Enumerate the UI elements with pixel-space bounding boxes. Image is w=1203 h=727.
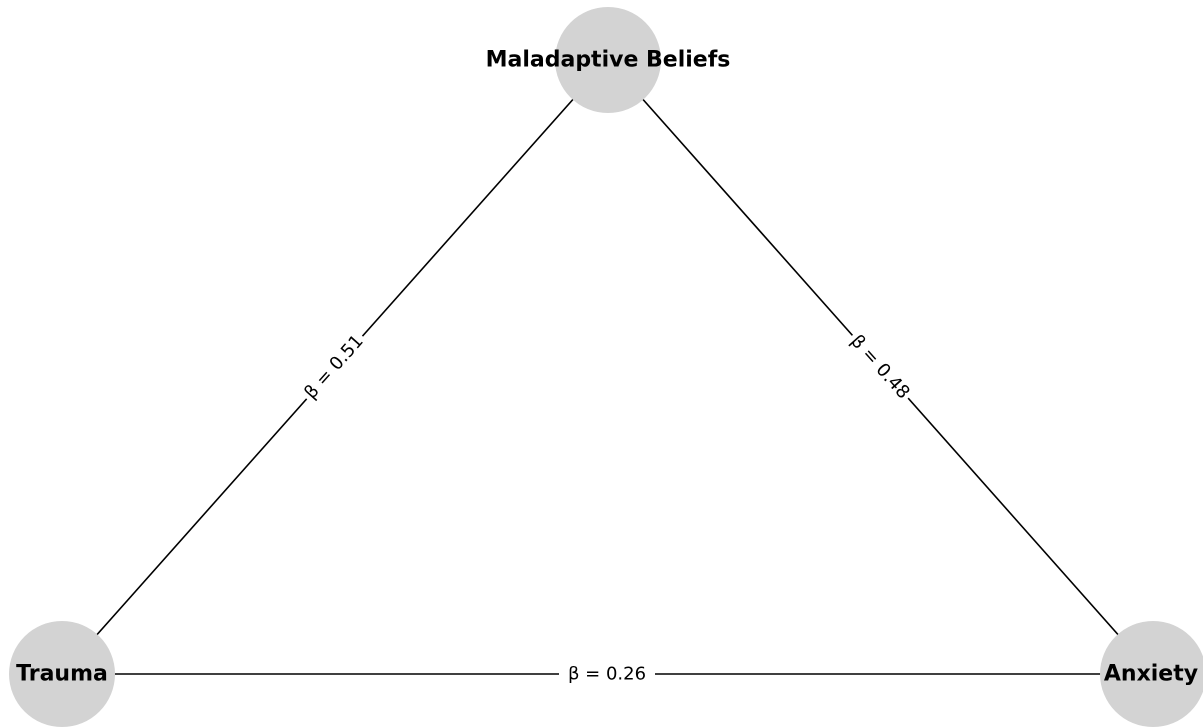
edges xyxy=(61,59,1154,675)
node-circle xyxy=(1100,621,1203,727)
edge-label-background xyxy=(559,661,655,687)
edge-label-trauma-beliefs: β = 0.51 xyxy=(296,326,372,408)
node-anxiety: Anxiety xyxy=(1100,621,1203,727)
node-trauma: Trauma xyxy=(9,621,115,727)
node-label: Maladaptive Beliefs xyxy=(486,48,731,73)
edge-label-trauma-anxiety: β = 0.26 xyxy=(559,661,655,687)
edge-label-background xyxy=(296,326,372,408)
node-maladaptive-beliefs: Maladaptive Beliefs xyxy=(486,7,731,113)
edge-label-background xyxy=(842,326,918,408)
node-label: Trauma xyxy=(16,662,108,687)
edge-label-text: β = 0.48 xyxy=(846,331,914,403)
edge-label-text: β = 0.26 xyxy=(568,664,646,685)
edge-label-beliefs-anxiety: β = 0.48 xyxy=(842,326,918,408)
node-label: Anxiety xyxy=(1104,662,1198,687)
edge-labels: β = 0.51 β = 0.48 β = 0.26 xyxy=(296,326,918,687)
nodes: Maladaptive Beliefs Trauma Anxiety xyxy=(9,7,1203,727)
node-circle xyxy=(555,7,661,113)
edge-label-text: β = 0.51 xyxy=(300,331,368,403)
node-circle xyxy=(9,621,115,727)
